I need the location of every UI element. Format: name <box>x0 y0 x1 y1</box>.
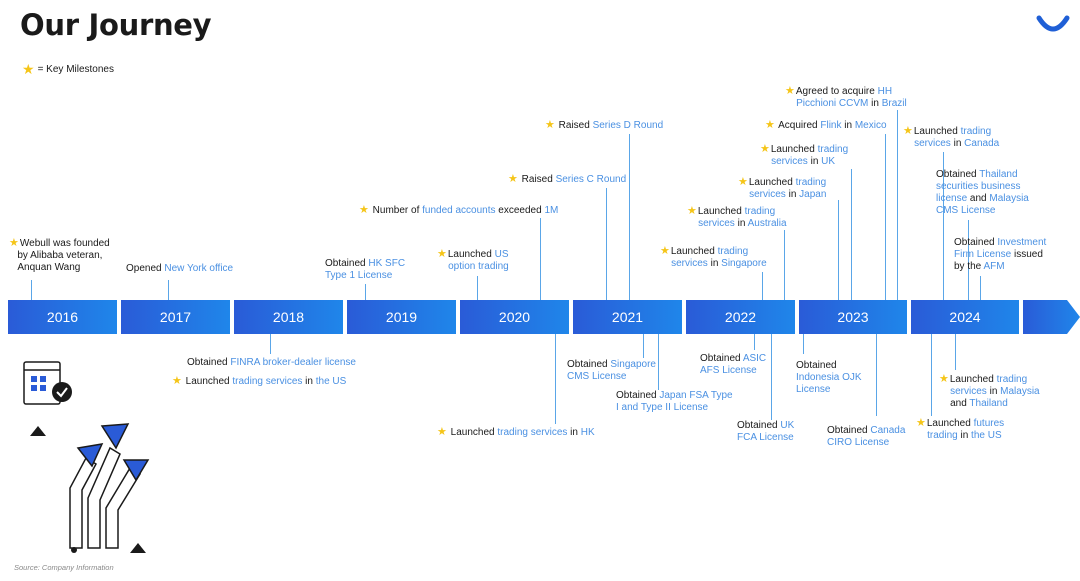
legend-text: = Key Milestones <box>37 64 114 75</box>
milestone-uk-fca: Obtained UK FCA License <box>737 420 795 443</box>
milestone-2016-founded: ★Webull was founded by Alibaba veteran, … <box>9 237 110 273</box>
connector-line <box>876 334 877 416</box>
year-2023: 2023 <box>799 300 907 334</box>
milestone-canada-trading: ★Launched trading services in Canada <box>903 125 1000 149</box>
milestone-indonesia-ojk: Obtained Indonesia OJK License <box>796 360 862 395</box>
connector-line <box>771 334 772 420</box>
year-2019: 2019 <box>347 300 456 334</box>
legend: ★ = Key Milestones <box>22 61 114 78</box>
connector-line <box>897 110 898 300</box>
connector-line <box>943 152 944 300</box>
star-icon: ★ <box>508 173 518 185</box>
connector-line <box>477 276 478 300</box>
star-icon: ★ <box>172 375 182 387</box>
milestone-hk-sfc: Obtained HK SFC Type 1 License <box>325 258 406 281</box>
star-icon: ★ <box>437 248 447 260</box>
connector-line <box>31 280 32 300</box>
star-icon: ★ <box>939 373 949 385</box>
connector-line <box>762 272 763 300</box>
connector-line <box>968 220 969 300</box>
milestone-us-futures: ★Launched futures trading in the US <box>916 417 1005 441</box>
star-icon: ★ <box>9 237 19 249</box>
connector-line <box>803 334 804 354</box>
year-2022: 2022 <box>686 300 795 334</box>
milestone-japan-fsa: Obtained Japan FSA Type I and Type II Li… <box>616 390 733 413</box>
connector-line <box>606 188 607 300</box>
connector-line <box>838 200 839 300</box>
milestone-us-trading: ★ Launched trading services in the US <box>172 375 347 387</box>
star-icon: ★ <box>903 125 913 137</box>
milestone-uk-trading: ★Launched trading services in UK <box>760 143 849 167</box>
connector-line <box>365 284 366 300</box>
connector-line <box>784 230 785 300</box>
year-2016: 2016 <box>8 300 117 334</box>
connector-line <box>754 334 755 350</box>
milestone-1m-accounts: ★ Number of funded accounts exceeded 1M <box>359 204 559 216</box>
year-2020: 2020 <box>460 300 569 334</box>
webull-logo-icon <box>1036 15 1070 32</box>
milestone-japan-trading: ★Launched trading services in Japan <box>738 176 827 200</box>
timeline-arrow-icon <box>1023 300 1080 334</box>
connector-line <box>270 334 271 354</box>
milestone-brazil-acquisition: ★Agreed to acquire HH Picchioni CCVM in … <box>785 85 907 109</box>
milestone-afm-license: Obtained Investment Firm License issued … <box>954 237 1047 272</box>
connector-line <box>851 169 852 300</box>
connector-line <box>980 276 981 300</box>
milestone-series-c: ★ Raised Series C Round <box>508 173 627 185</box>
star-icon: ★ <box>660 245 670 257</box>
milestone-2017-ny-office: Opened New York office <box>126 263 234 274</box>
star-icon: ★ <box>687 205 697 217</box>
milestone-us-options: ★Launched US option trading <box>437 248 509 272</box>
star-icon: ★ <box>785 85 795 97</box>
connector-line <box>629 134 630 300</box>
star-icon: ★ <box>359 204 369 216</box>
milestone-canada-ciro: Obtained Canada CIRO License <box>827 425 906 448</box>
milestone-singapore-trading: ★Launched trading services in Singapore <box>660 245 767 269</box>
connector-line <box>955 334 956 370</box>
connector-line <box>168 280 169 300</box>
year-2024: 2024 <box>911 300 1019 334</box>
star-icon: ★ <box>545 119 555 131</box>
page-title: Our Journey <box>20 8 212 42</box>
star-icon: ★ <box>738 176 748 188</box>
year-2018: 2018 <box>234 300 343 334</box>
milestone-hk-trading: ★ Launched trading services in HK <box>437 426 595 438</box>
milestone-finra: Obtained FINRA broker-dealer license <box>187 357 356 368</box>
star-icon: ★ <box>760 143 770 155</box>
star-icon: ★ <box>437 426 447 438</box>
connector-line <box>643 334 644 358</box>
connector-line <box>885 134 886 300</box>
milestone-singapore-cms: Obtained Singapore CMS License <box>567 359 656 382</box>
source-note: Source: Company Information <box>14 563 114 572</box>
milestone-flink-mexico: ★ Acquired Flink in Mexico <box>765 119 887 131</box>
milestone-series-d: ★ Raised Series D Round <box>545 119 664 131</box>
year-2021: 2021 <box>573 300 682 334</box>
connector-line <box>555 334 556 424</box>
milestone-malaysia-thailand-trading: ★Launched trading services in Malaysia a… <box>939 373 1040 409</box>
milestone-thailand-malaysia-license: Obtained Thailand securities business li… <box>936 169 1029 216</box>
connector-line <box>931 334 932 416</box>
milestone-asic-afs: Obtained ASIC AFS License <box>700 353 767 376</box>
connector-line <box>658 334 659 390</box>
star-icon: ★ <box>765 119 775 131</box>
star-icon: ★ <box>916 417 926 429</box>
milestone-australia-trading: ★Launched trading services in Australia <box>687 205 787 229</box>
star-icon: ★ <box>22 61 35 77</box>
growth-arrows-illustration-icon <box>23 361 150 553</box>
year-2017: 2017 <box>121 300 230 334</box>
connector-line <box>540 218 541 300</box>
